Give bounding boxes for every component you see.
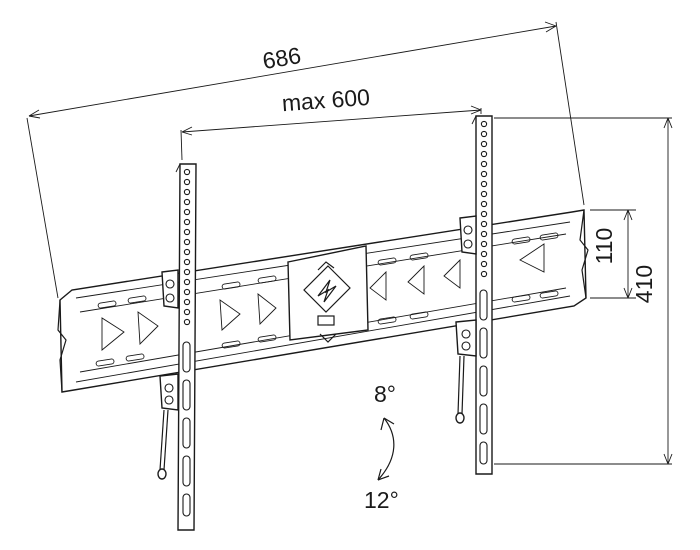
dimension-max-vertical [494,117,673,465]
dimension-label-110: 110 [591,228,617,265]
dimension-max-600 [180,105,482,161]
right-vertical-arm [455,115,493,475]
dimension-label-410: 410 [631,265,657,303]
tilt-up-label: 8° [374,381,396,407]
tilt-arc-arrow [377,417,395,481]
left-vertical-arm [157,163,197,531]
arrow-up-icon [317,261,335,271]
lock-icon [303,265,351,313]
dimension-overall-width [26,21,585,299]
dimension-label-max-600: max 600 [281,84,371,116]
dimension-label-686: 686 [261,42,303,74]
dimension-rail-spacing [590,209,636,299]
arrow-down-icon [319,333,337,343]
tilt-indicator [377,417,395,481]
center-lock-plate [287,245,369,343]
tilt-down-label: 12° [364,487,399,513]
